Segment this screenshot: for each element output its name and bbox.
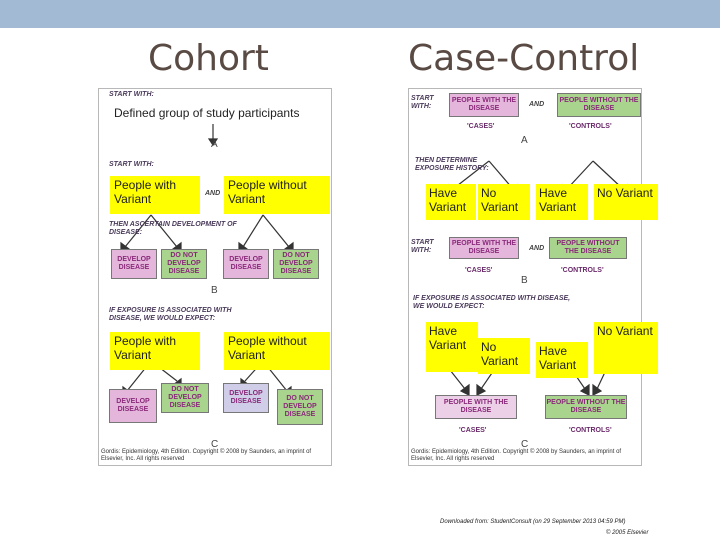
- cohort-figure: START WITH: A START WITH: AND THEN ASCER…: [98, 88, 332, 466]
- cohort-c-not-develop-unexposed: DO NOT DEVELOP DISEASE: [277, 389, 323, 425]
- cc-c-controls: 'CONTROLS': [569, 427, 612, 434]
- cohort-c-develop-exposed: DEVELOP DISEASE: [109, 389, 157, 423]
- cohort-yellow-with-variant-1: People with Variant: [110, 176, 200, 214]
- cc-a-people-without-disease: PEOPLE WITHOUT THE DISEASE: [557, 93, 641, 117]
- cc-b-cases: 'CASES': [465, 267, 493, 274]
- cc-a-people-with-disease: PEOPLE WITH THE DISEASE: [449, 93, 519, 117]
- cc-start-with-a: START WITH:: [411, 95, 434, 110]
- defined-group-label: Defined group of study participants: [110, 104, 304, 122]
- cc-start-with-b: START WITH:: [411, 239, 434, 254]
- cc-yellow-no-variant-4: No Variant: [594, 322, 658, 374]
- footer-downloaded: Downloaded from: StudentConsult (on 29 S…: [440, 519, 626, 525]
- cohort-ascertain-text: THEN ASCERTAIN DEVELOPMENT OF DISEASE:: [109, 221, 237, 236]
- top-bar: [0, 0, 720, 28]
- cc-yellow-have-variant-3: Have Variant: [426, 322, 478, 372]
- cc-yellow-no-variant-2: No Variant: [594, 184, 658, 220]
- cohort-start-with-top: START WITH:: [109, 91, 154, 98]
- cc-expect-text: IF EXPOSURE IS ASSOCIATED WITH DISEASE, …: [413, 295, 571, 310]
- cc-c-people-with-disease: PEOPLE WITH THE DISEASE: [435, 395, 517, 419]
- cohort-c-not-develop-exposed: DO NOT DEVELOP DISEASE: [161, 383, 209, 413]
- cc-yellow-have-variant-1: Have Variant: [426, 184, 476, 220]
- cc-a-cases: 'CASES': [467, 123, 495, 130]
- cc-letter-c: C: [521, 439, 529, 450]
- cohort-and-label: AND: [205, 190, 221, 197]
- cc-b-and-label: AND: [529, 245, 545, 252]
- case-control-figure: START WITH: PEOPLE WITH THE DISEASE AND …: [408, 88, 642, 466]
- cc-a-and-label: AND: [529, 101, 545, 108]
- cc-b-people-with-disease: PEOPLE WITH THE DISEASE: [449, 237, 519, 259]
- cc-letter-b: B: [521, 275, 528, 286]
- cc-exposure-history: THEN DETERMINE EXPOSURE HISTORY:: [415, 157, 489, 172]
- cc-copyright: Gordis: Epidemiology, 4th Edition. Copyr…: [411, 449, 622, 462]
- cc-yellow-have-variant-2: Have Variant: [536, 184, 588, 220]
- cohort-letter-c: C: [211, 439, 219, 450]
- cc-yellow-no-variant-1: No Variant: [478, 184, 530, 220]
- cc-b-people-without-disease: PEOPLE WITHOUT THE DISEASE: [549, 237, 627, 259]
- cc-c-cases: 'CASES': [459, 427, 487, 434]
- cohort-b-not-develop-exposed: DO NOT DEVELOP DISEASE: [161, 249, 207, 279]
- cohort-c-develop-unexposed: DEVELOP DISEASE: [223, 383, 269, 413]
- cohort-expect-text: IF EXPOSURE IS ASSOCIATED WITH DISEASE, …: [109, 307, 232, 322]
- case-control-heading: Case-Control: [408, 38, 640, 79]
- cohort-start-with-second: START WITH:: [109, 161, 154, 168]
- cohort-yellow-with-variant-2: People with Variant: [110, 332, 200, 370]
- cc-yellow-no-variant-3: No Variant: [478, 338, 530, 374]
- footer-elsevier: © 2005 Elsevier: [606, 530, 649, 536]
- cc-yellow-have-variant-4: Have Variant: [536, 342, 588, 378]
- cc-c-people-without-disease: PEOPLE WITHOUT THE DISEASE: [545, 395, 627, 419]
- cohort-b-develop-exposed: DEVELOP DISEASE: [111, 249, 157, 279]
- cohort-b-not-develop-unexposed: DO NOT DEVELOP DISEASE: [273, 249, 319, 279]
- cohort-yellow-without-variant-2: People without Variant: [224, 332, 330, 370]
- cc-a-controls: 'CONTROLS': [569, 123, 612, 130]
- cohort-letter-b: B: [211, 285, 218, 296]
- cohort-heading: Cohort: [148, 38, 269, 79]
- cc-letter-a: A: [521, 135, 528, 146]
- cohort-letter-a: A: [211, 139, 218, 150]
- cohort-yellow-without-variant-1: People without Variant: [224, 176, 330, 214]
- cohort-copyright: Gordis: Epidemiology, 4th Edition. Copyr…: [101, 449, 312, 462]
- cc-b-controls: 'CONTROLS': [561, 267, 604, 274]
- cohort-b-develop-unexposed: DEVELOP DISEASE: [223, 249, 269, 279]
